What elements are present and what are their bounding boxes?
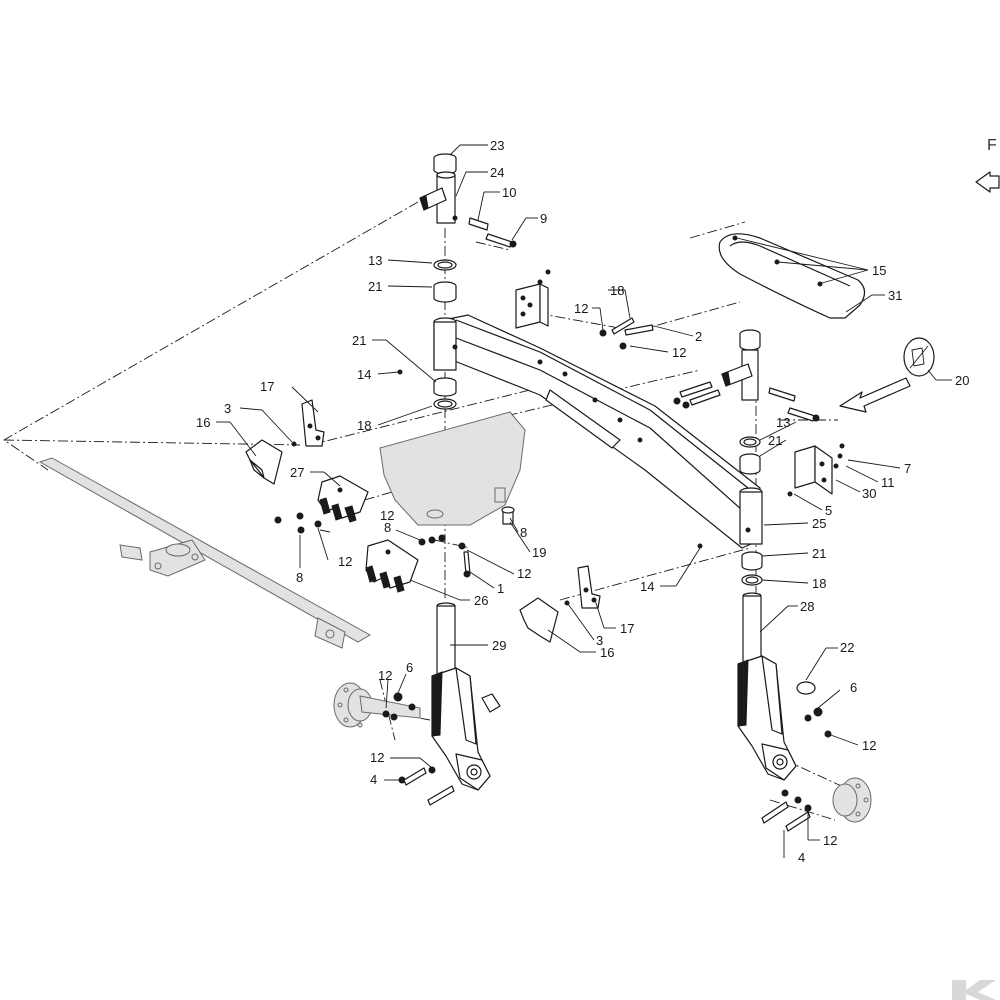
callout-13: 13 [368,253,382,268]
callout-12: 12 [338,554,352,569]
bushings-lower-left [397,369,457,410]
callout-leaders [216,144,952,858]
callout-15: 15 [872,263,886,278]
callout-6: 6 [406,660,413,675]
upper-right-pivot [721,329,820,422]
callout-12: 12 [517,566,531,581]
callout-12: 12 [370,750,384,765]
hardware-left [274,506,515,578]
callout-23: 23 [490,138,504,153]
callout-21: 21 [368,279,382,294]
decal-20 [903,337,935,377]
spindle-28 [737,592,816,781]
callout-20: 20 [955,373,969,388]
callout-11: 11 [881,475,895,490]
callout-10: 10 [502,185,516,200]
callout-22: 22 [840,640,854,655]
direction-arrow [839,377,911,413]
bracket-17-right [564,565,601,609]
upper-left-pivot [419,153,517,248]
callout-26: 26 [474,593,488,608]
callout-4: 4 [798,850,805,865]
brand-logo [952,980,996,1000]
bracket-27 [317,475,369,523]
callout-21: 21 [768,433,782,448]
callout-18: 18 [812,576,826,591]
bushings-lower-right [697,543,763,586]
callout-12: 12 [378,668,392,683]
callout-28: 28 [800,599,814,614]
guard-16-left [245,439,283,485]
callout-7: 7 [904,461,911,476]
beam-bolts [599,317,721,409]
callout-labels: 23 24 10 9 13 21 18 12 2 12 21 14 17 3 1… [196,138,969,865]
drawbar [38,457,372,649]
callout-8: 8 [384,520,391,535]
callout-21: 21 [812,546,826,561]
callout-8: 8 [520,525,527,540]
callout-21: 21 [352,333,366,348]
callout-12: 12 [862,738,876,753]
bushings-upper-right [739,436,761,475]
callout-12: 12 [823,833,837,848]
view-indicator-label: F [987,137,997,154]
callout-18: 18 [357,418,371,433]
callout-14: 14 [640,579,654,594]
callout-27: 27 [290,465,304,480]
bushings-upper-left [433,259,457,303]
callout-2: 2 [695,329,702,344]
view-indicator: F [975,137,1000,193]
fender-31 [718,233,866,319]
axle-beam [433,314,763,549]
callout-6: 6 [850,680,857,695]
callout-8: 8 [296,570,303,585]
callout-13: 13 [776,415,790,430]
hub-right [761,707,872,832]
callout-31: 31 [888,288,902,303]
shield-1 [379,411,526,526]
callout-17: 17 [260,379,274,394]
callout-12: 12 [574,301,588,316]
callout-4: 4 [370,772,377,787]
callout-29: 29 [492,638,506,653]
callout-17: 17 [620,621,634,636]
bracket-26 [365,539,419,593]
callout-16: 16 [196,415,210,430]
callout-5: 5 [825,503,832,518]
callout-3: 3 [596,633,603,648]
callout-1: 1 [497,581,504,596]
callout-24: 24 [490,165,504,180]
callout-12: 12 [672,345,686,360]
callout-12: 12 [380,508,394,523]
callout-25: 25 [812,516,826,531]
callout-14: 14 [357,367,371,382]
callout-9: 9 [540,211,547,226]
callout-19: 19 [532,545,546,560]
callout-18: 18 [610,283,624,298]
callout-3: 3 [224,401,231,416]
bracket-30 [787,443,845,497]
guard-16-right [519,597,559,643]
hub-left [333,682,455,806]
beam-bracket [515,269,551,329]
bracket-17-left [291,399,325,447]
callout-30: 30 [862,486,876,501]
callout-16: 16 [600,645,614,660]
spindle-29 [431,602,501,791]
